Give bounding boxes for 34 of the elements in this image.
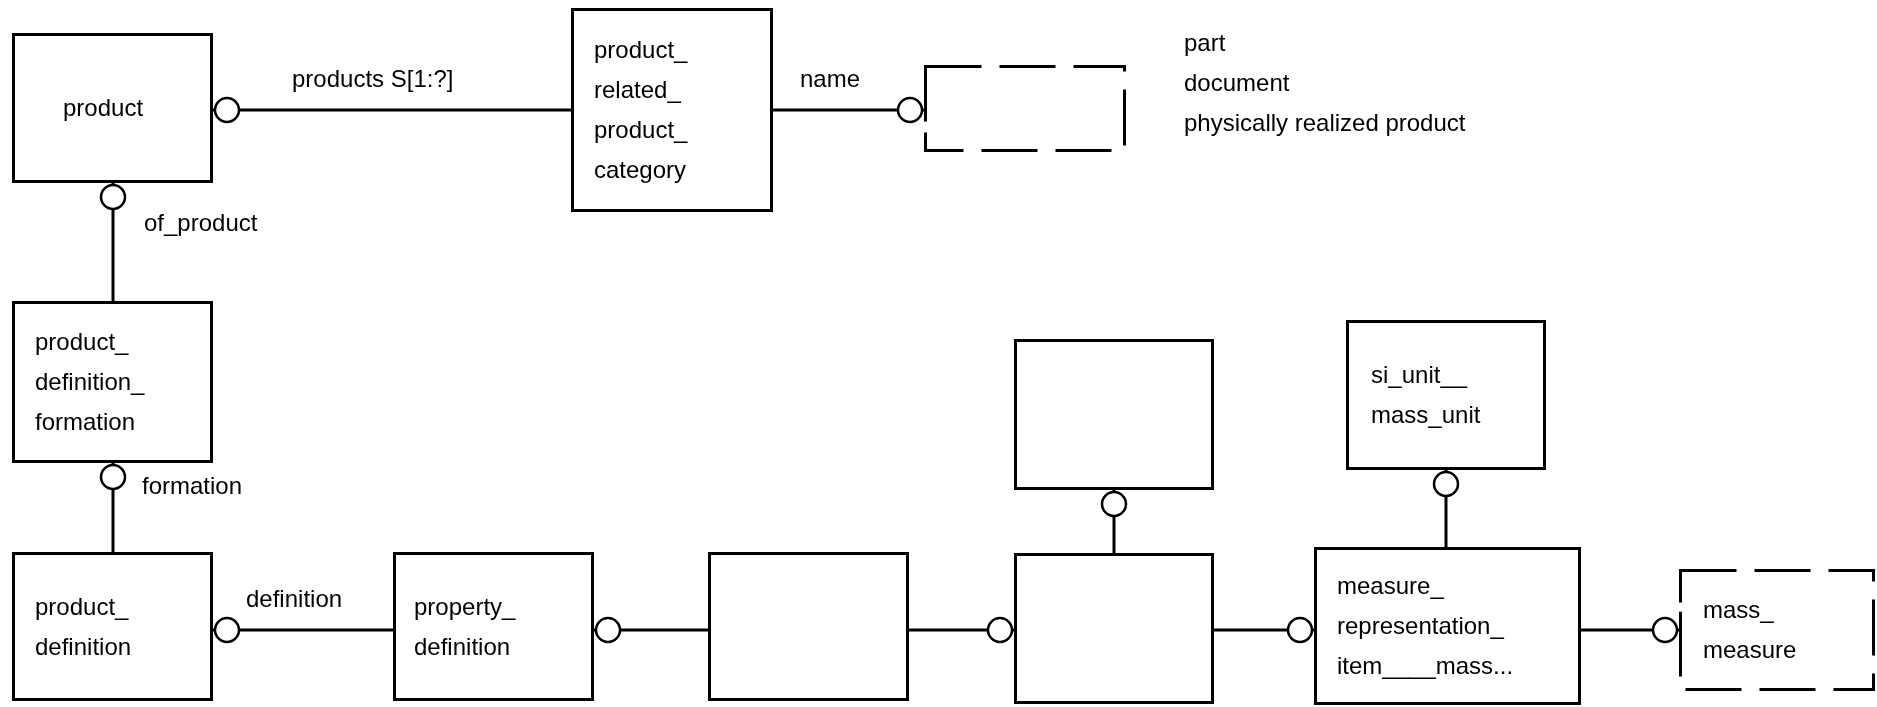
connector-line: [213, 96, 571, 124]
entity-box: [1014, 339, 1214, 490]
connector-line: [773, 96, 924, 124]
connector-line: [1581, 616, 1679, 644]
entity-box: [1014, 553, 1214, 704]
select-value-text: physically realized product: [1184, 108, 1466, 138]
entity-box: [571, 8, 773, 212]
entity-box: [1346, 320, 1546, 470]
entity-name: si_unit__ mass_unit: [1371, 360, 1482, 430]
connector-line: [1214, 616, 1314, 644]
connector-line: [99, 183, 127, 301]
entity-name: product_ definition_ formation: [35, 327, 146, 437]
entity-box: [12, 33, 213, 183]
entity-name: product_ definition: [35, 591, 133, 662]
connector-line: [909, 616, 1014, 644]
select-type-box: [1679, 569, 1875, 691]
entity-box: [12, 301, 213, 463]
entity-box: [708, 552, 909, 701]
select-type-box: [924, 65, 1126, 152]
entity-box: [393, 552, 594, 701]
connector-line: [1100, 490, 1128, 553]
entity-name: measure_ representation_ item____mass...: [1337, 571, 1515, 681]
select-value-text: document: [1184, 68, 1290, 98]
entity-name: product: [63, 93, 144, 123]
connector-line: [594, 616, 708, 644]
connector-line: [1432, 470, 1460, 547]
connector-line: [213, 616, 393, 644]
entity-box: [1314, 547, 1581, 705]
select-value-text: part: [1184, 28, 1226, 58]
entity-name: mass_ measure: [1703, 595, 1798, 665]
entity-name: product_ related_ product_ category: [594, 35, 689, 185]
entity-name: property_ definition: [414, 591, 517, 662]
connector-line: [99, 463, 127, 552]
entity-box: [12, 552, 213, 701]
